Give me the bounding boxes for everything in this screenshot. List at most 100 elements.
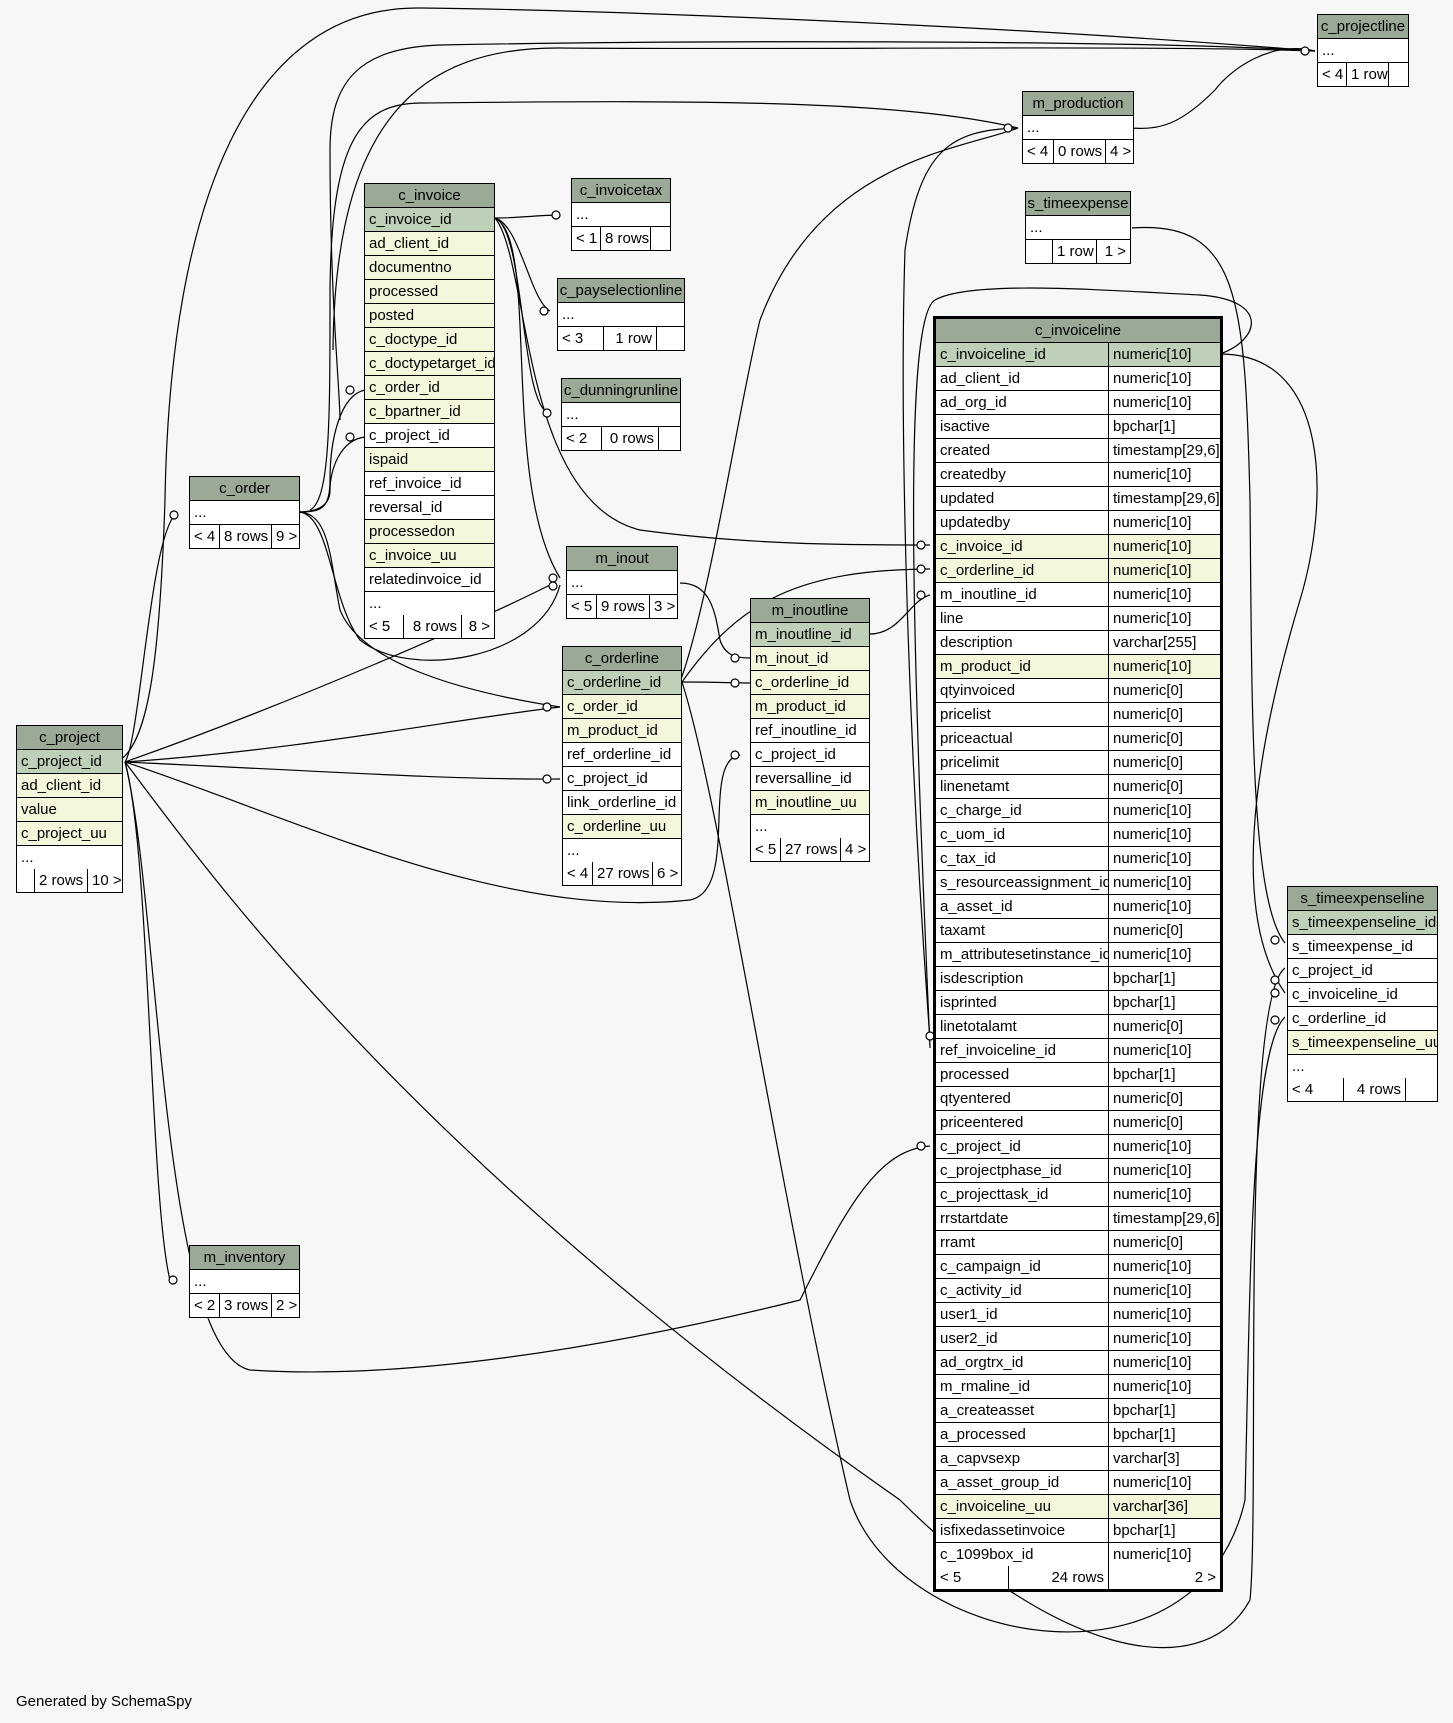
children-link[interactable]: 4 > (840, 838, 869, 861)
parents-link[interactable]: < 5 (369, 618, 391, 635)
children-link[interactable] (1405, 1078, 1437, 1101)
table-m-production[interactable]: m_production ... < 4 0 rows 4 > (1022, 91, 1134, 164)
parents-link[interactable]: < 4 (567, 865, 589, 882)
parents-link[interactable] (1026, 240, 1052, 263)
table-title: c_order (190, 477, 299, 501)
table-footer: < 4 1 row (1318, 63, 1408, 86)
column-name: c_1099box_id (940, 1546, 1034, 1563)
parents-link[interactable]: < 5 (571, 598, 593, 615)
parents-link[interactable]: < 4 (1322, 66, 1344, 83)
column-name: c_orderline_uu (567, 818, 667, 835)
column-name: c_project_id (940, 1138, 1021, 1155)
parents-link[interactable]: < 2 (566, 430, 588, 447)
column-name: pricelist (940, 706, 991, 723)
table-c-invoicetax[interactable]: c_invoicetax ... < 1 8 rows (571, 178, 671, 251)
parents-link[interactable]: < 5 (940, 1569, 962, 1586)
parents-link[interactable]: < 4 (194, 528, 216, 545)
column-name: relatedinvoice_id (369, 571, 482, 588)
parents-link[interactable]: < 4 (1292, 1081, 1314, 1098)
column-name: qtyinvoiced (940, 682, 1016, 699)
row-count: 27 rows (780, 838, 840, 861)
table-row: c_project_id (751, 743, 869, 767)
column-name: c_bpartner_id (369, 403, 461, 420)
table-row: ... (567, 571, 677, 595)
column-type: bpchar[1] (1108, 1063, 1220, 1086)
table-row: ... (17, 846, 122, 869)
parents-link[interactable]: < 2 (194, 1297, 216, 1314)
column-name: a_asset_group_id (940, 1474, 1060, 1491)
table-s-timeexpense[interactable]: s_timeexpense ... 1 row 1 > (1025, 191, 1131, 264)
table-c-payselectionline[interactable]: c_payselectionline ... < 3 1 row (557, 278, 685, 351)
children-link[interactable] (658, 427, 680, 450)
parents-link[interactable]: < 5 (755, 841, 777, 858)
column-type: numeric[10] (1108, 799, 1220, 822)
column-name: c_orderline_id (1292, 1010, 1387, 1027)
table-row: ... (1318, 39, 1408, 63)
table-m-inout[interactable]: m_inout ... < 5 9 rows 3 > (566, 546, 678, 619)
table-row: link_orderline_id (563, 791, 681, 815)
children-link[interactable] (650, 227, 670, 250)
column-name: rrstartdate (940, 1210, 1009, 1227)
table-c-projectline[interactable]: c_projectline ... < 4 1 row (1317, 14, 1409, 87)
column-type: bpchar[1] (1108, 991, 1220, 1014)
column-type: numeric[10] (1108, 1135, 1220, 1158)
children-link[interactable]: 2 > (271, 1294, 299, 1317)
parents-link[interactable]: < 4 (1027, 143, 1049, 160)
column-type: numeric[10] (1108, 847, 1220, 870)
column-type: numeric[0] (1108, 679, 1220, 702)
table-c-order[interactable]: c_order ... < 4 8 rows 9 > (189, 476, 300, 549)
table-row: c_order_id (563, 695, 681, 719)
column-name: ad_client_id (940, 370, 1021, 387)
children-link[interactable]: 1 > (1096, 240, 1130, 263)
children-link[interactable]: 6 > (652, 862, 681, 885)
column-name: c_project_uu (21, 825, 107, 842)
table-title: c_project (17, 726, 122, 750)
children-link[interactable] (1388, 63, 1408, 86)
children-link[interactable]: 9 > (271, 525, 299, 548)
table-m-inventory[interactable]: m_inventory ... < 2 3 rows 2 > (189, 1245, 300, 1318)
table-row: processedon (365, 520, 494, 544)
parents-link[interactable]: < 3 (562, 330, 584, 347)
column-type: numeric[10] (1108, 1159, 1220, 1182)
children-link[interactable]: 4 > (1105, 140, 1133, 163)
column-name: a_createasset (940, 1402, 1035, 1419)
table-row: ad_client_id (365, 232, 494, 256)
table-row: reversalline_id (751, 767, 869, 791)
column-name: taxamt (940, 922, 986, 939)
column-name: ... (1322, 42, 1335, 59)
children-link[interactable]: 3 > (649, 595, 677, 618)
table-row: m_inout_id (751, 647, 869, 671)
column-type: numeric[10] (1108, 655, 1220, 678)
column-name: c_order_id (567, 698, 638, 715)
children-link[interactable]: 2 > (1108, 1566, 1220, 1589)
table-row: c_project_id (1288, 959, 1437, 983)
table-row: c_invoice_id (365, 208, 494, 232)
column-type: numeric[10] (1108, 1375, 1220, 1398)
table-row: c_project_id (365, 424, 494, 448)
row-count: 9 rows (596, 595, 649, 618)
column-type: numeric[10] (1108, 1471, 1220, 1494)
children-link[interactable]: 10 > (87, 869, 122, 892)
column-type: bpchar[1] (1108, 1423, 1220, 1446)
table-footer: < 5 9 rows 3 > (567, 595, 677, 618)
children-link[interactable] (656, 327, 684, 350)
parents-link[interactable]: < 1 (576, 230, 598, 247)
children-link[interactable]: 8 > (461, 615, 494, 638)
table-c-dunningrunline[interactable]: c_dunningrunline ... < 2 0 rows (561, 378, 681, 451)
parents-link[interactable] (17, 869, 34, 892)
column-name: c_project_id (369, 427, 450, 444)
